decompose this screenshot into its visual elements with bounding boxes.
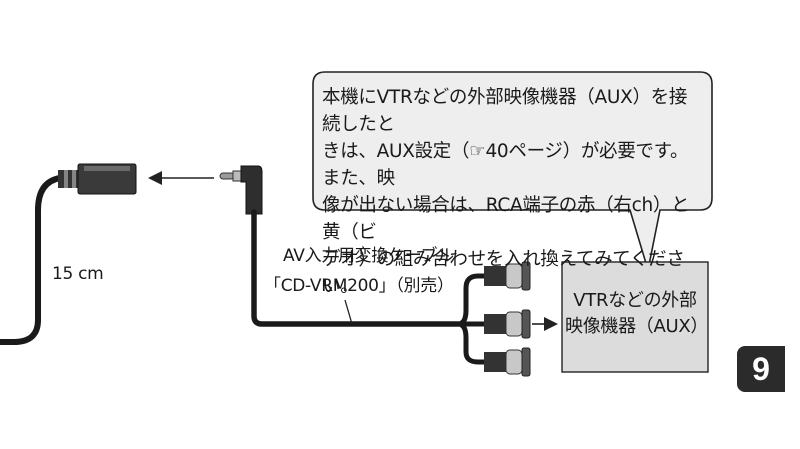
av-cable [251,209,461,327]
device-label-line: VTRなどの外部 [573,290,697,311]
callout-line: 本機にVTRなどの外部映像機器（AUX）を接続したと [322,87,688,135]
cable-model-label: 「CD-VRM200」（別売） [264,276,454,296]
head-unit-jack-icon [58,163,137,195]
callout-bubble [312,71,713,271]
cable-name-label: AV入力用変換ケーブル [283,246,454,266]
rca-plug-icon [484,261,531,291]
rca-splitter [455,273,487,365]
rca-plug-icon [484,309,531,339]
device-label-line: 映像機器（AUX） [565,316,709,337]
external-device-box [561,261,709,373]
connect-arrow-right [532,317,558,331]
callout-line: 像が出ない場合は、RCA端子の赤（右ch）と黄（ビ [322,195,690,243]
rca-plug-icon [484,347,531,377]
connect-arrow-left [148,171,214,185]
callout-text: 本機にVTRなどの外部映像機器（AUX）を接続したと きは、AUX設定（☞40ペ… [322,84,700,300]
head-unit-cable [0,175,63,345]
device-box-label: VTRなどの外部 映像機器（AUX） [565,288,709,340]
cable-label-leader [344,299,353,325]
mini-plug-icon [219,165,263,215]
page-number-badge: 9 [737,346,785,392]
callout-line: きは、AUX設定（☞40ページ）が必要です。また、映 [322,141,689,189]
callout-line: デオ）の組み合わせを入れ換えてみてください。 [322,249,685,297]
cable-length-label: 15 cm [52,264,104,284]
